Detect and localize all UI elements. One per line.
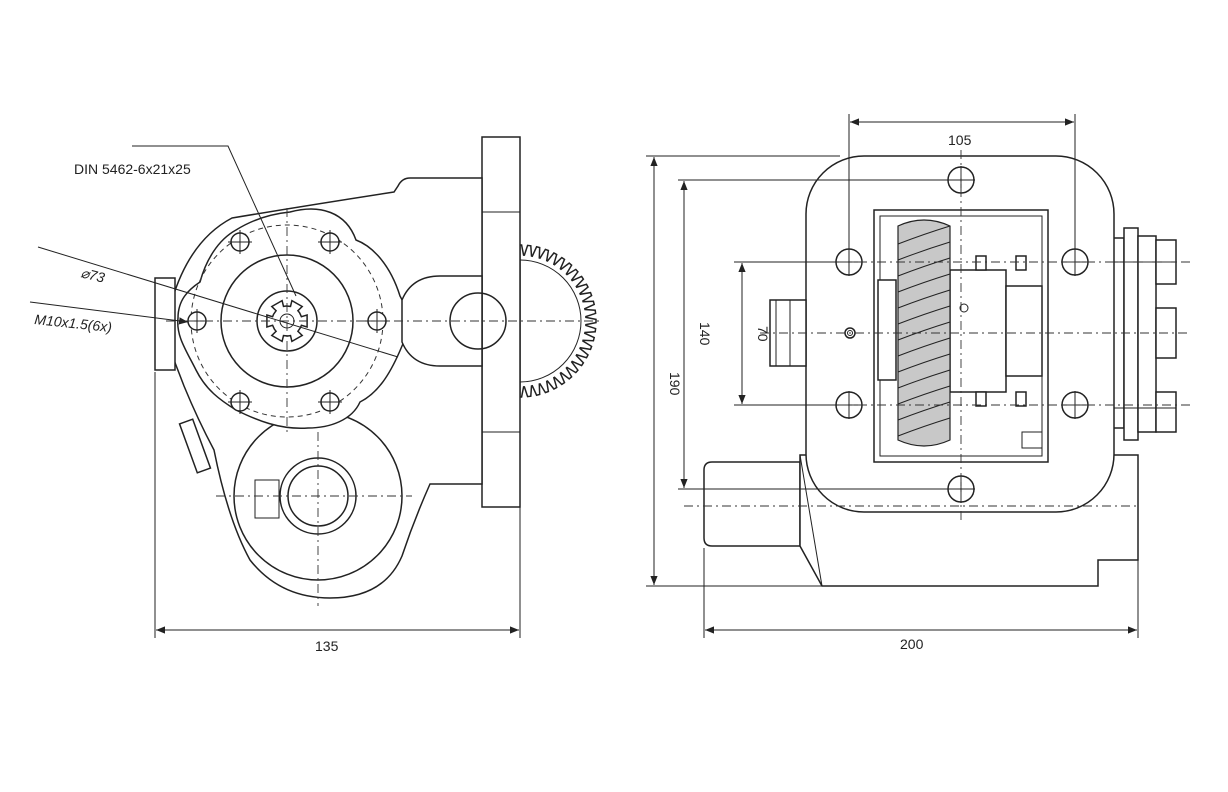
gear-helix-line	[897, 273, 951, 293]
helical-gear	[897, 219, 951, 447]
leader-lines	[29, 145, 399, 358]
dim-140	[678, 179, 950, 490]
output-gear	[515, 244, 597, 398]
dim-105	[848, 114, 1076, 262]
side-view: 105 190 140 70 200	[646, 114, 1190, 652]
gear-helix-line	[897, 225, 951, 245]
internal-shaft	[877, 255, 1043, 449]
dim-140-label: 140	[697, 322, 713, 346]
gear-helix-line	[897, 257, 951, 277]
gear-helix-line	[897, 305, 951, 325]
gear-helix-line	[897, 385, 951, 405]
front-view: DIN 5462-6x21x25 ⌀73 M10x1.5(6x) 135	[29, 136, 600, 654]
gear-helix-line	[897, 321, 951, 341]
side-boss	[154, 277, 176, 371]
mounting-plate	[481, 136, 521, 508]
thread-label: M10x1.5(6x)	[34, 311, 113, 335]
center-lines-side	[684, 150, 1190, 520]
dim-105-label: 105	[948, 132, 972, 148]
spline-shaft	[266, 299, 308, 343]
dim-135-label: 135	[315, 638, 339, 654]
center-lines-front	[166, 208, 600, 606]
gear-helix-line	[897, 337, 951, 357]
pcd-label: ⌀73	[79, 264, 106, 285]
dim-135	[154, 372, 521, 638]
gear-helix-line	[897, 241, 951, 261]
dim-70	[734, 261, 836, 406]
gear-helix-line	[897, 353, 951, 373]
side-lug	[178, 418, 212, 474]
gear-helix-line	[897, 401, 951, 421]
dim-70-label: 70	[755, 326, 771, 342]
spline-label: DIN 5462-6x21x25	[74, 161, 191, 177]
dim-190-label: 190	[667, 372, 683, 396]
gear-helix-line	[897, 289, 951, 309]
gear-helix-line	[897, 369, 951, 389]
bolt-holes	[185, 230, 389, 414]
dim-200	[703, 548, 1139, 638]
gear-root-circle	[519, 259, 582, 383]
side-flange	[1111, 227, 1177, 441]
dim-190	[646, 155, 840, 587]
gear-helix-line	[897, 417, 951, 437]
dim-200-label: 200	[900, 636, 924, 652]
gear-teeth	[515, 244, 597, 398]
